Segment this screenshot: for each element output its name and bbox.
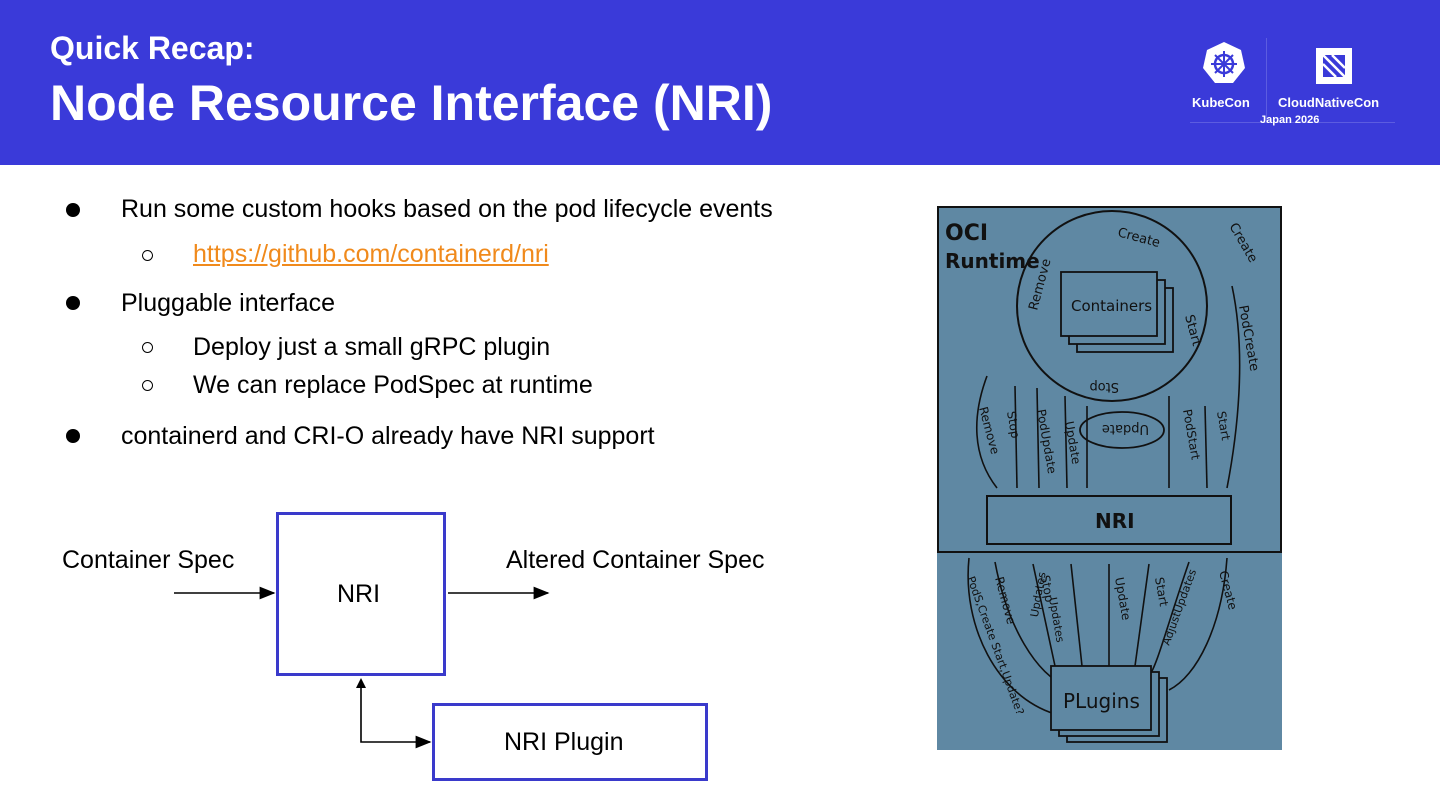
start-low-label: Start bbox=[1214, 410, 1233, 442]
bullet-support: containerd and CRI-O already have NRI su… bbox=[121, 422, 655, 450]
slide-title: Node Resource Interface (NRI) bbox=[50, 75, 773, 131]
bullet-dot bbox=[66, 429, 80, 443]
lifecycle-loop bbox=[1016, 210, 1208, 402]
update-ellipse bbox=[1079, 411, 1165, 449]
bullet-pluggable: Pluggable interface bbox=[121, 289, 336, 317]
plugins-card bbox=[1050, 665, 1152, 731]
sub-bullet-ring bbox=[142, 250, 153, 261]
nri-repo-link[interactable]: https://github.com/containerd/nri bbox=[193, 240, 549, 268]
stop-label: Stop bbox=[1089, 379, 1119, 394]
update-label: Update bbox=[1102, 421, 1149, 436]
nri-flow-diagram bbox=[174, 586, 550, 749]
container-spec-label: Container Spec bbox=[62, 546, 235, 574]
slide-kicker: Quick Recap: bbox=[50, 30, 255, 66]
bottom-label-7: Start bbox=[1152, 576, 1171, 608]
sub-bullet-podspec: We can replace PodSpec at runtime bbox=[193, 371, 593, 399]
nri-plugin-label: NRI Plugin bbox=[504, 728, 624, 756]
nri-label: NRI bbox=[337, 580, 381, 608]
containers-label: Containers bbox=[1071, 297, 1152, 315]
stop-low-label: Stop bbox=[1004, 410, 1023, 439]
sketch-nri-label: NRI bbox=[1095, 509, 1135, 533]
containers-card bbox=[1060, 271, 1158, 337]
cloudnativecon-logo-icon bbox=[1316, 48, 1352, 84]
sketch-nri-bar bbox=[986, 495, 1232, 545]
conference-logo: KubeCon CloudNativeCon Japan 2026 bbox=[1190, 38, 1395, 128]
bottom-label-3: Stop bbox=[1038, 574, 1057, 603]
plugins-label: PLugins bbox=[1063, 689, 1140, 713]
cloudnativecon-label: CloudNativeCon bbox=[1278, 95, 1380, 110]
bullet-dot bbox=[66, 203, 80, 217]
sub-bullet-grpc: Deploy just a small gRPC plugin bbox=[193, 333, 551, 361]
sub-bullet-ring bbox=[142, 342, 153, 353]
plugin-connector-arrow bbox=[360, 684, 432, 749]
logo-baseline bbox=[1190, 122, 1395, 123]
bullet-dot bbox=[66, 296, 80, 310]
altered-spec-label: Altered Container Spec bbox=[506, 546, 765, 574]
plugin-connector-arrowhead bbox=[356, 678, 366, 688]
runtime-frame bbox=[937, 206, 1282, 553]
nri-plugin-box bbox=[432, 703, 708, 781]
bullet-hooks: Run some custom hooks based on the pod l… bbox=[121, 195, 773, 223]
runtime-label-runtime: Runtime bbox=[945, 249, 1040, 273]
kubecon-logo-icon bbox=[1203, 42, 1245, 83]
kubecon-label: KubeCon bbox=[1192, 95, 1250, 110]
slide-header: Quick Recap: Node Resource Interface (NR… bbox=[0, 0, 1440, 165]
runtime-label-oci: OCI bbox=[945, 221, 988, 246]
logo-divider bbox=[1266, 38, 1267, 122]
event-location-label: Japan 2026 bbox=[1260, 114, 1320, 126]
nri-lifecycle-sketch: OCI Runtime Containers Update Create Rem… bbox=[937, 206, 1282, 750]
nri-box bbox=[276, 512, 446, 676]
sub-bullet-ring bbox=[142, 380, 153, 391]
